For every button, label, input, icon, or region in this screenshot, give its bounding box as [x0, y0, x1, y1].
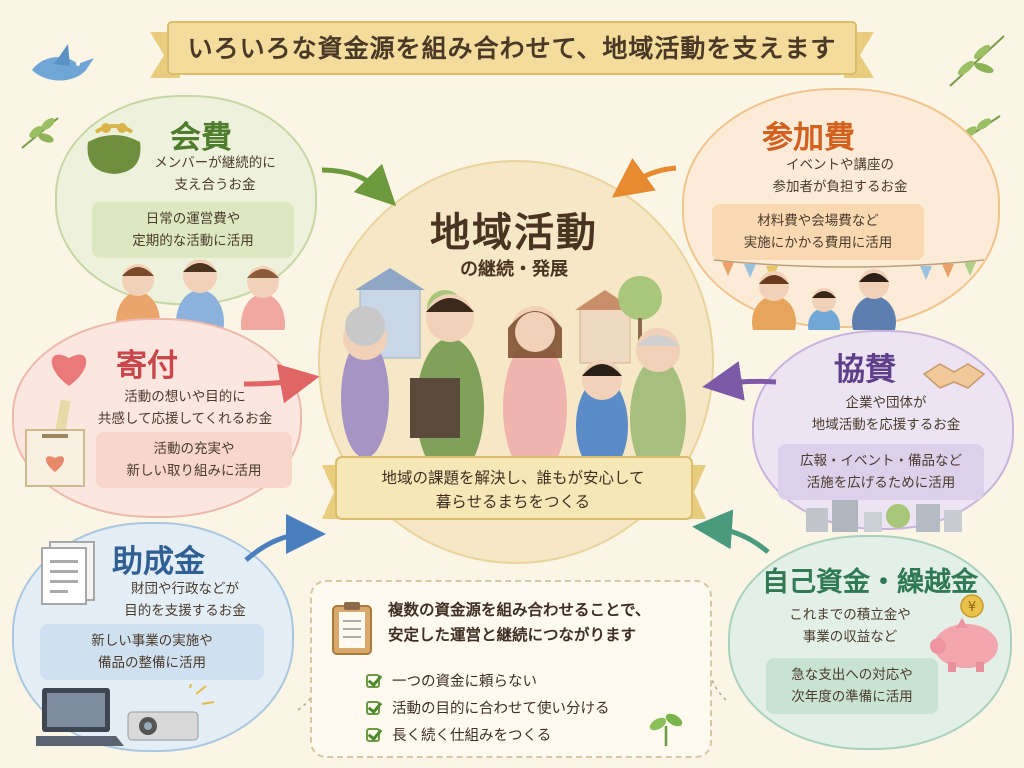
josei-desc-line-2: 目的を支援するお金 — [124, 603, 246, 619]
jiko-desc-line-1: これまでの積立金や — [789, 607, 911, 623]
kyousan-title: 協賛 — [834, 352, 896, 388]
arrow-kyousan — [702, 361, 777, 401]
kaihi-desc-line-2: 支え合うお金 — [174, 177, 256, 193]
note-heading-line-2: 安定した運営と継続につながります — [388, 626, 637, 644]
kyousan-desc-line-1: 企業や団体が — [845, 395, 927, 411]
coin-purse-icon — [87, 123, 141, 174]
leaf-sprig-icon — [21, 117, 59, 149]
kyousan-use-line-1: 広報・イベント・備品など — [800, 453, 962, 469]
page-title: いろいろな資金源を組み合わせて、地域活動を支えます — [187, 34, 837, 63]
josei-use-line-2: 備品の整備に活用 — [98, 655, 206, 671]
kifu-desc-line-1: 活動の想いや目的に — [124, 389, 246, 405]
checkbox-icon — [366, 727, 380, 742]
jiko-use-line-1: 急な支出への対応や — [791, 667, 913, 683]
laptop-projector-illustration — [36, 684, 215, 746]
check-item: 活動の目的に合わせて使い分ける — [366, 697, 610, 718]
check-item-label: 活動の目的に合わせて使い分ける — [392, 701, 610, 717]
jiko-title: 自己資金・繰越金 — [762, 567, 978, 598]
kifu-use-line-2: 新しい取り組みに活用 — [126, 463, 262, 479]
sanka-description: イベントや講座の 参加者が負担するお金 — [720, 154, 960, 198]
sanka-use-line-2: 実施にかかる費用に活用 — [743, 235, 893, 251]
sanka-use-line-1: 材料費や会場費など — [757, 213, 879, 229]
sanka-usage-box: 材料費や会場費など 実施にかかる費用に活用 — [712, 204, 924, 260]
arrow-jiko — [692, 509, 770, 554]
arrow-sanka — [611, 158, 677, 198]
leaf-sprig-icon — [949, 35, 1005, 87]
kaihi-usage-box: 日常の運営費や 定期的な活動に活用 — [92, 202, 294, 258]
sanka-desc-line-2: 参加者が負担するお金 — [772, 179, 908, 195]
title-banner: いろいろな資金源を組み合わせて、地域活動を支えます — [150, 20, 874, 82]
banner-ribbon-shape — [150, 21, 874, 78]
ribbon-line-1: 地域の課題を解決し、誰もが安心して — [381, 469, 645, 487]
community-scene-illustration — [341, 268, 686, 468]
sanka-desc-line-1: イベントや講座の — [786, 157, 894, 173]
josei-use-line-1: 新しい事業の実施や — [91, 633, 213, 649]
kifu-use-line-1: 活動の充実や — [153, 441, 235, 457]
kyousan-description: 企業や団体が 地域活動を応援するお金 — [776, 392, 996, 436]
document-icon — [41, 541, 95, 605]
check-item: 一つの資金に頼らない — [366, 670, 537, 691]
bird-icon — [32, 44, 94, 81]
josei-title: 助成金 — [112, 544, 205, 580]
handshake-icon — [922, 363, 986, 389]
kifu-title: 寄付 — [116, 348, 178, 384]
josei-usage-box: 新しい事業の実施や 備品の整備に活用 — [40, 624, 264, 680]
kyousan-use-line-2: 活施を広げるために活用 — [806, 475, 956, 491]
bunting-icon — [714, 259, 984, 330]
clipboard-icon — [332, 602, 372, 655]
sprout-icon — [649, 713, 683, 746]
kaihi-title: 会費 — [170, 120, 232, 156]
arrow-kifu — [243, 363, 320, 404]
donation-box-icon — [25, 400, 85, 487]
kifu-usage-box: 活動の充実や 新しい取り組みに活用 — [96, 432, 292, 488]
jiko-use-line-2: 次年度の準備に活用 — [791, 689, 913, 705]
center-title: 地域活動 — [430, 210, 598, 256]
center-ribbon-text: 地域の課題を解決し、誰もが安心して 暮らせるまちをつくる — [345, 466, 681, 514]
sanka-title: 参加費 — [762, 120, 855, 156]
kaihi-desc-line-1: メンバーが継続的に — [154, 155, 276, 171]
city-buildings-illustration — [806, 500, 962, 532]
note-heading: 複数の資金源を組み合わせることで、 安定した運営と継続につながります — [388, 598, 708, 648]
checkbox-icon — [366, 700, 380, 715]
kaihi-use-line-2: 定期的な活動に活用 — [132, 233, 254, 249]
arrow-kaihi — [321, 163, 397, 207]
kyousan-desc-line-2: 地域活動を応援するお金 — [811, 417, 961, 433]
check-item-label: 長く続く仕組みをつくる — [392, 728, 552, 744]
center-subtitle: の継続・発展 — [460, 259, 568, 280]
heart-icon — [51, 354, 87, 386]
josei-desc-line-1: 財団や行政などが — [131, 581, 239, 597]
josei-description: 財団や行政などが 目的を支援するお金 — [100, 578, 270, 622]
jiko-usage-box: 急な支出への対応や 次年度の準備に活用 — [766, 658, 938, 714]
check-item: 長く続く仕組みをつくる — [366, 724, 551, 745]
kaihi-use-line-1: 日常の運営費や — [145, 211, 241, 227]
kifu-desc-line-2: 共感して応援してくれるお金 — [97, 411, 273, 427]
svg-text:¥: ¥ — [968, 600, 976, 615]
note-heading-line-1: 複数の資金源を組み合わせることで、 — [388, 601, 651, 619]
kifu-description: 活動の想いや目的に 共感して応援してくれるお金 — [70, 386, 300, 430]
check-item-label: 一つの資金に頼らない — [392, 674, 537, 690]
arrow-josei — [244, 514, 326, 562]
kyousan-usage-box: 広報・イベント・備品など 活施を広げるために活用 — [778, 444, 984, 500]
center-ribbon-shape — [322, 456, 706, 520]
checkbox-icon — [366, 673, 380, 688]
kaihi-description: メンバーが継続的に 支え合うお金 — [130, 152, 300, 196]
ribbon-line-2: 暮らせるまちをつくる — [435, 493, 591, 511]
piggy-bank-icon: ¥ — [930, 594, 998, 672]
jiko-desc-line-2: 事業の収益など — [802, 629, 898, 645]
jiko-description: これまでの積立金や 事業の収益など — [770, 604, 930, 648]
